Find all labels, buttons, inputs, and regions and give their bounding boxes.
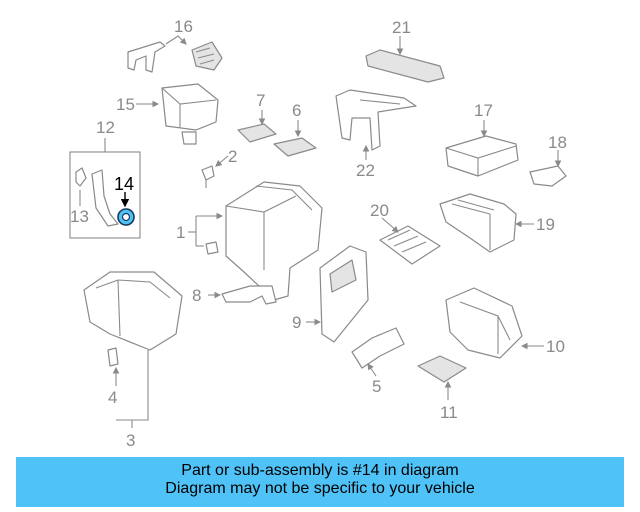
callout-9: 9 (292, 313, 301, 332)
part-5-bracket (351, 327, 405, 369)
callout-3: 3 (126, 431, 135, 450)
part-13-latch (75, 167, 119, 227)
callout-19: 19 (536, 215, 555, 234)
callout-5: 5 (372, 377, 381, 396)
callout-13: 13 (70, 207, 89, 226)
part-9-panel (319, 245, 369, 343)
caption-line-2: Diagram may not be specific to your vehi… (165, 480, 475, 497)
callout-7: 7 (256, 91, 265, 110)
part-16-bracket (127, 35, 223, 73)
part-8-trim (221, 285, 277, 305)
callout-10: 10 (546, 337, 565, 356)
part-19-frame (439, 193, 517, 253)
part-6-pad (273, 137, 317, 157)
part-3-lower-console (83, 271, 183, 351)
callout-15: 15 (116, 95, 135, 114)
part-10-rear-bin (445, 287, 523, 359)
part-15-storage-bin (161, 83, 219, 145)
part-11-mat (417, 355, 467, 383)
part-22-hinge (335, 89, 417, 151)
callout-11: 11 (440, 403, 458, 422)
part-1-console (205, 181, 323, 301)
part-20-mat (379, 225, 441, 265)
callout-4: 4 (108, 388, 117, 407)
callout-18: 18 (548, 133, 567, 152)
callout-8: 8 (192, 286, 201, 305)
part-14-highlighted (117, 208, 135, 226)
part-17-armrest (445, 135, 519, 177)
caption-line-1: Part or sub-assembly is #14 in diagram (181, 462, 459, 479)
callout-17: 17 (474, 101, 493, 120)
callout-22: 22 (356, 161, 375, 180)
part-18-bracket (529, 165, 567, 187)
callout-2: 2 (228, 147, 237, 166)
caption-banner: Part or sub-assembly is #14 in diagram D… (16, 457, 624, 507)
part-7-pad (237, 123, 277, 143)
callout-1: 1 (176, 223, 185, 242)
callout-6: 6 (292, 101, 301, 120)
callout-20: 20 (370, 201, 389, 220)
callout-12: 12 (96, 118, 115, 137)
part-4-clip (107, 347, 119, 367)
part-2-screw (201, 165, 215, 188)
callout-14: 14 (114, 174, 134, 194)
callout-21: 21 (392, 18, 411, 37)
callout-16: 16 (174, 17, 193, 36)
part-21-lid (365, 49, 445, 83)
